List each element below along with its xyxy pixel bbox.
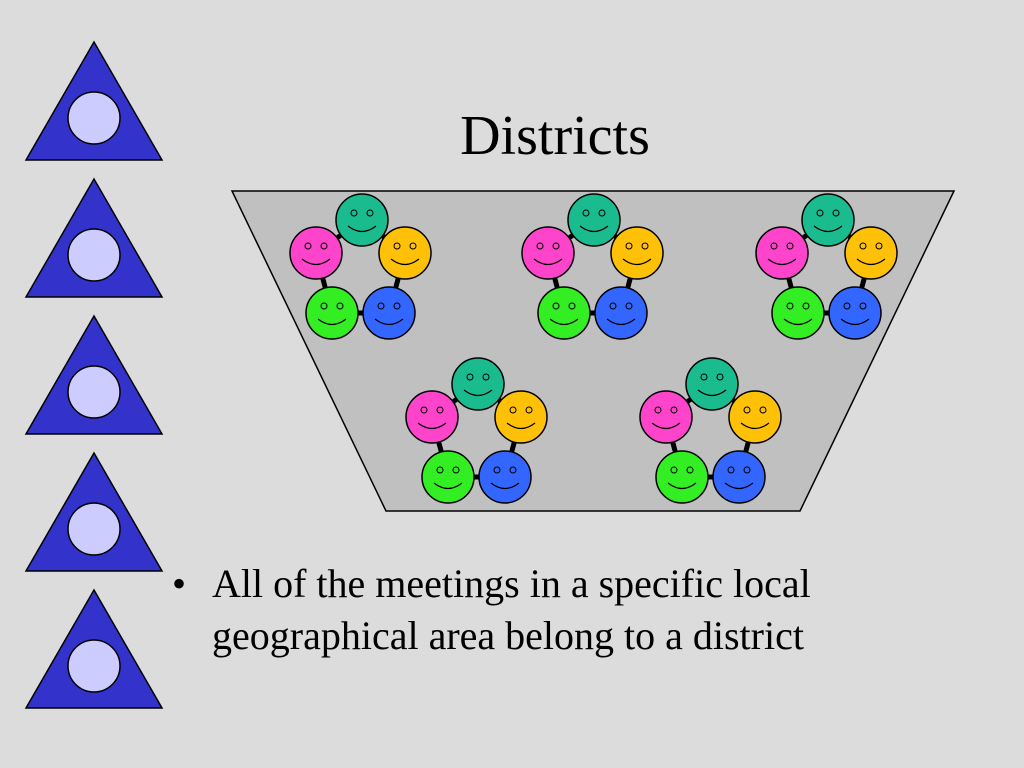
smiley-face-icon	[844, 226, 898, 280]
smiley-face-icon	[567, 193, 621, 247]
circle-in-triangle-icon	[24, 40, 164, 161]
district-diagram	[230, 190, 956, 512]
circle-in-triangle-icon	[24, 314, 164, 435]
meeting-group	[405, 357, 548, 504]
bullet-item: • All of the meetings in a specific loca…	[168, 558, 928, 662]
smiley-face-icon	[594, 286, 648, 340]
meeting-group	[639, 357, 782, 504]
smiley-face-icon	[771, 286, 825, 340]
smiley-face-icon	[755, 226, 809, 280]
meeting-group	[521, 193, 664, 340]
meeting-group	[289, 193, 432, 340]
smiley-face-icon	[728, 390, 782, 444]
smiley-face-icon	[801, 193, 855, 247]
smiley-face-icon	[405, 390, 459, 444]
bullet-icon: •	[172, 561, 187, 606]
smiley-face-icon	[712, 450, 766, 504]
smiley-face-icon	[305, 286, 359, 340]
smiley-face-icon	[610, 226, 664, 280]
smiley-face-icon	[289, 226, 343, 280]
side-logo-column	[24, 40, 164, 710]
smiley-face-icon	[451, 357, 505, 411]
slide-title: Districts	[460, 105, 650, 167]
smiley-face-icon	[335, 193, 389, 247]
smiley-face-icon	[685, 357, 739, 411]
smiley-face-icon	[537, 286, 591, 340]
bullet-list: • All of the meetings in a specific loca…	[168, 558, 928, 662]
bullet-text: All of the meetings in a specific local …	[212, 561, 811, 658]
smiley-face-icon	[639, 390, 693, 444]
smiley-face-icon	[494, 390, 548, 444]
smiley-face-icon	[478, 450, 532, 504]
smiley-face-icon	[378, 226, 432, 280]
smiley-face-icon	[655, 450, 709, 504]
smiley-face-icon	[421, 450, 475, 504]
meeting-group	[755, 193, 898, 340]
circle-in-triangle-icon	[24, 588, 164, 709]
circle-in-triangle-icon	[24, 451, 164, 572]
smiley-face-icon	[521, 226, 575, 280]
smiley-face-icon	[828, 286, 882, 340]
circle-in-triangle-icon	[24, 177, 164, 298]
smiley-face-icon	[362, 286, 416, 340]
